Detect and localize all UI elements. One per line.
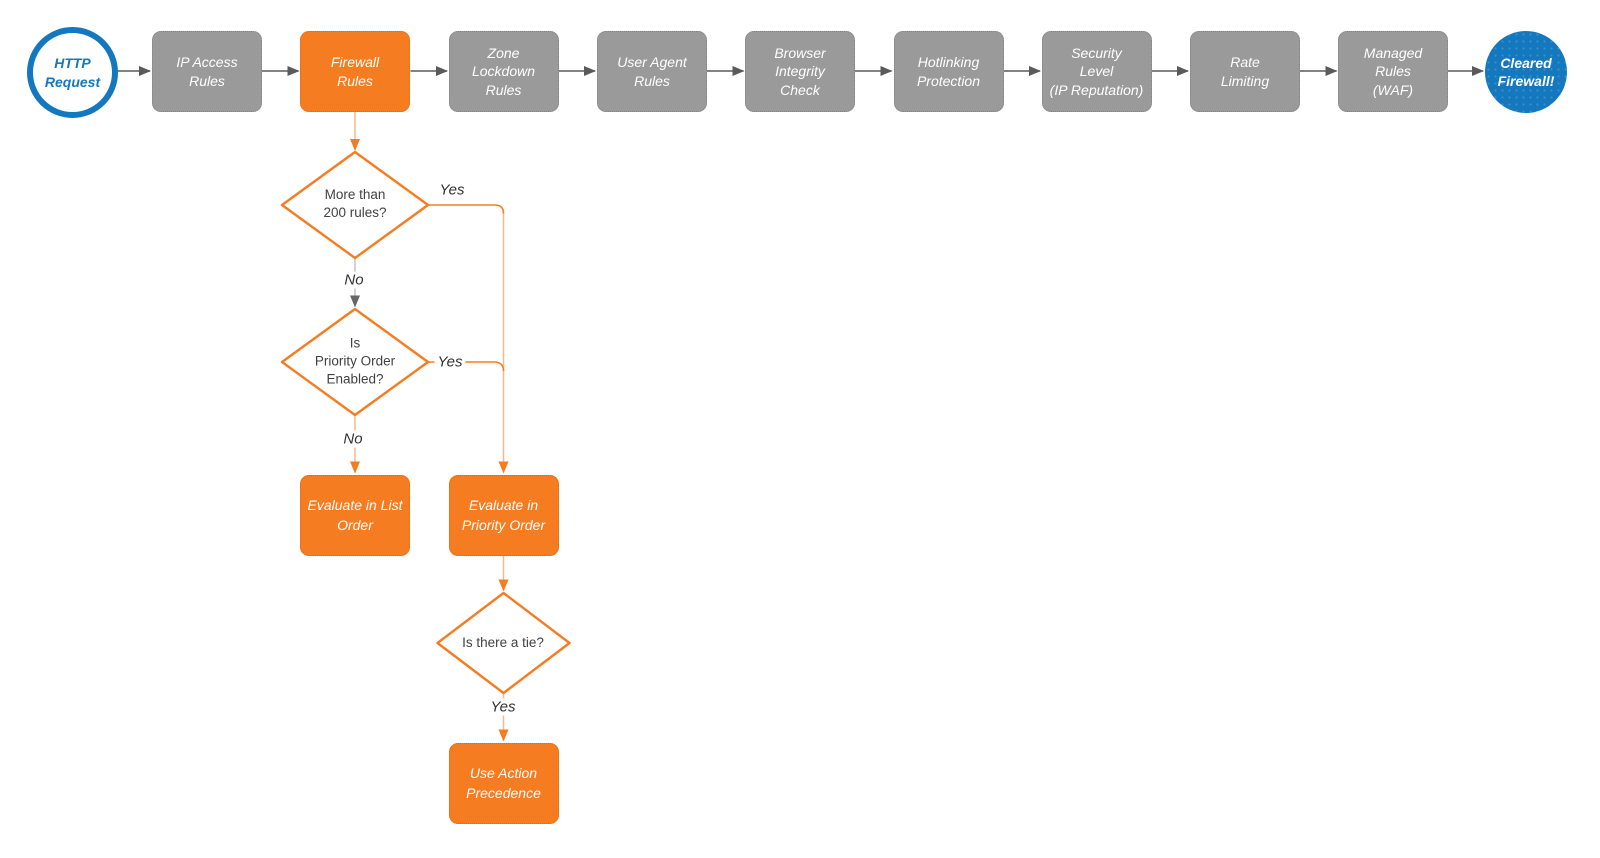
edge-label-decision2-no: No — [340, 430, 366, 448]
start-node-label: HTTP Request — [44, 55, 101, 90]
edge-decision1-yes — [428, 204, 505, 214]
stage-label: Hotlinking Protection — [916, 54, 981, 89]
stage-firewall-rules: Firewall Rules — [300, 31, 410, 112]
result-label: Evaluate in Priority Order — [461, 497, 546, 533]
stage-label: Security Level (IP Reputation) — [1049, 44, 1144, 98]
edge-decision2-yes — [428, 361, 505, 372]
stage-label: Browser Integrity Check — [774, 44, 826, 98]
edge-label-decision1-yes: Yes — [436, 181, 468, 199]
stage-hotlinking-protection: Hotlinking Protection — [893, 31, 1004, 112]
end-node-cleared-firewall: Cleared Firewall! — [1485, 31, 1567, 113]
decision-more-than-200-rules-shape — [280, 150, 430, 260]
edge-label-decision1-no: No — [341, 271, 367, 289]
stage-label: Zone Lockdown Rules — [471, 44, 536, 98]
result-evaluate-in-priority-order: Evaluate in Priority Order — [448, 475, 559, 556]
stage-zone-lockdown-rules: Zone Lockdown Rules — [448, 31, 559, 112]
stage-managed-rules-waf: Managed Rules (WAF) — [1338, 31, 1448, 112]
result-label: Evaluate in List Order — [307, 497, 403, 533]
stage-label: IP Access Rules — [176, 54, 238, 89]
edge-label-decision3-yes: Yes — [487, 698, 519, 716]
stage-label: User Agent Rules — [617, 54, 687, 89]
stage-browser-integrity-check: Browser Integrity Check — [745, 31, 855, 112]
decision-priority-order-enabled-shape — [280, 307, 430, 417]
stage-user-agent-rules: User Agent Rules — [597, 31, 707, 112]
stage-ip-access-rules: IP Access Rules — [152, 31, 262, 112]
edge-label-decision2-yes: Yes — [434, 353, 466, 371]
end-node-label: Cleared Firewall! — [1497, 54, 1555, 89]
stage-rate-limiting: Rate Limiting — [1190, 31, 1300, 112]
result-evaluate-in-list-order: Evaluate in List Order — [300, 475, 410, 556]
stage-label: Firewall Rules — [330, 54, 380, 89]
decision-is-there-a-tie-label: Is there a tie? — [462, 635, 544, 651]
stage-label: Rate Limiting — [1220, 54, 1270, 89]
start-node-http-request: HTTP Request — [27, 27, 118, 118]
result-label: Use Action Precedence — [466, 765, 541, 801]
decision-more-than-200-rules-label: More than 200 rules? — [323, 187, 387, 220]
stage-security-level: Security Level (IP Reputation) — [1041, 31, 1152, 112]
stage-label: Managed Rules (WAF) — [1363, 44, 1423, 98]
decision-is-there-a-tie-shape — [436, 591, 571, 695]
result-use-action-precedence: Use Action Precedence — [448, 743, 559, 824]
decision-priority-order-enabled-label: Is Priority Order Enabled? — [314, 335, 396, 386]
